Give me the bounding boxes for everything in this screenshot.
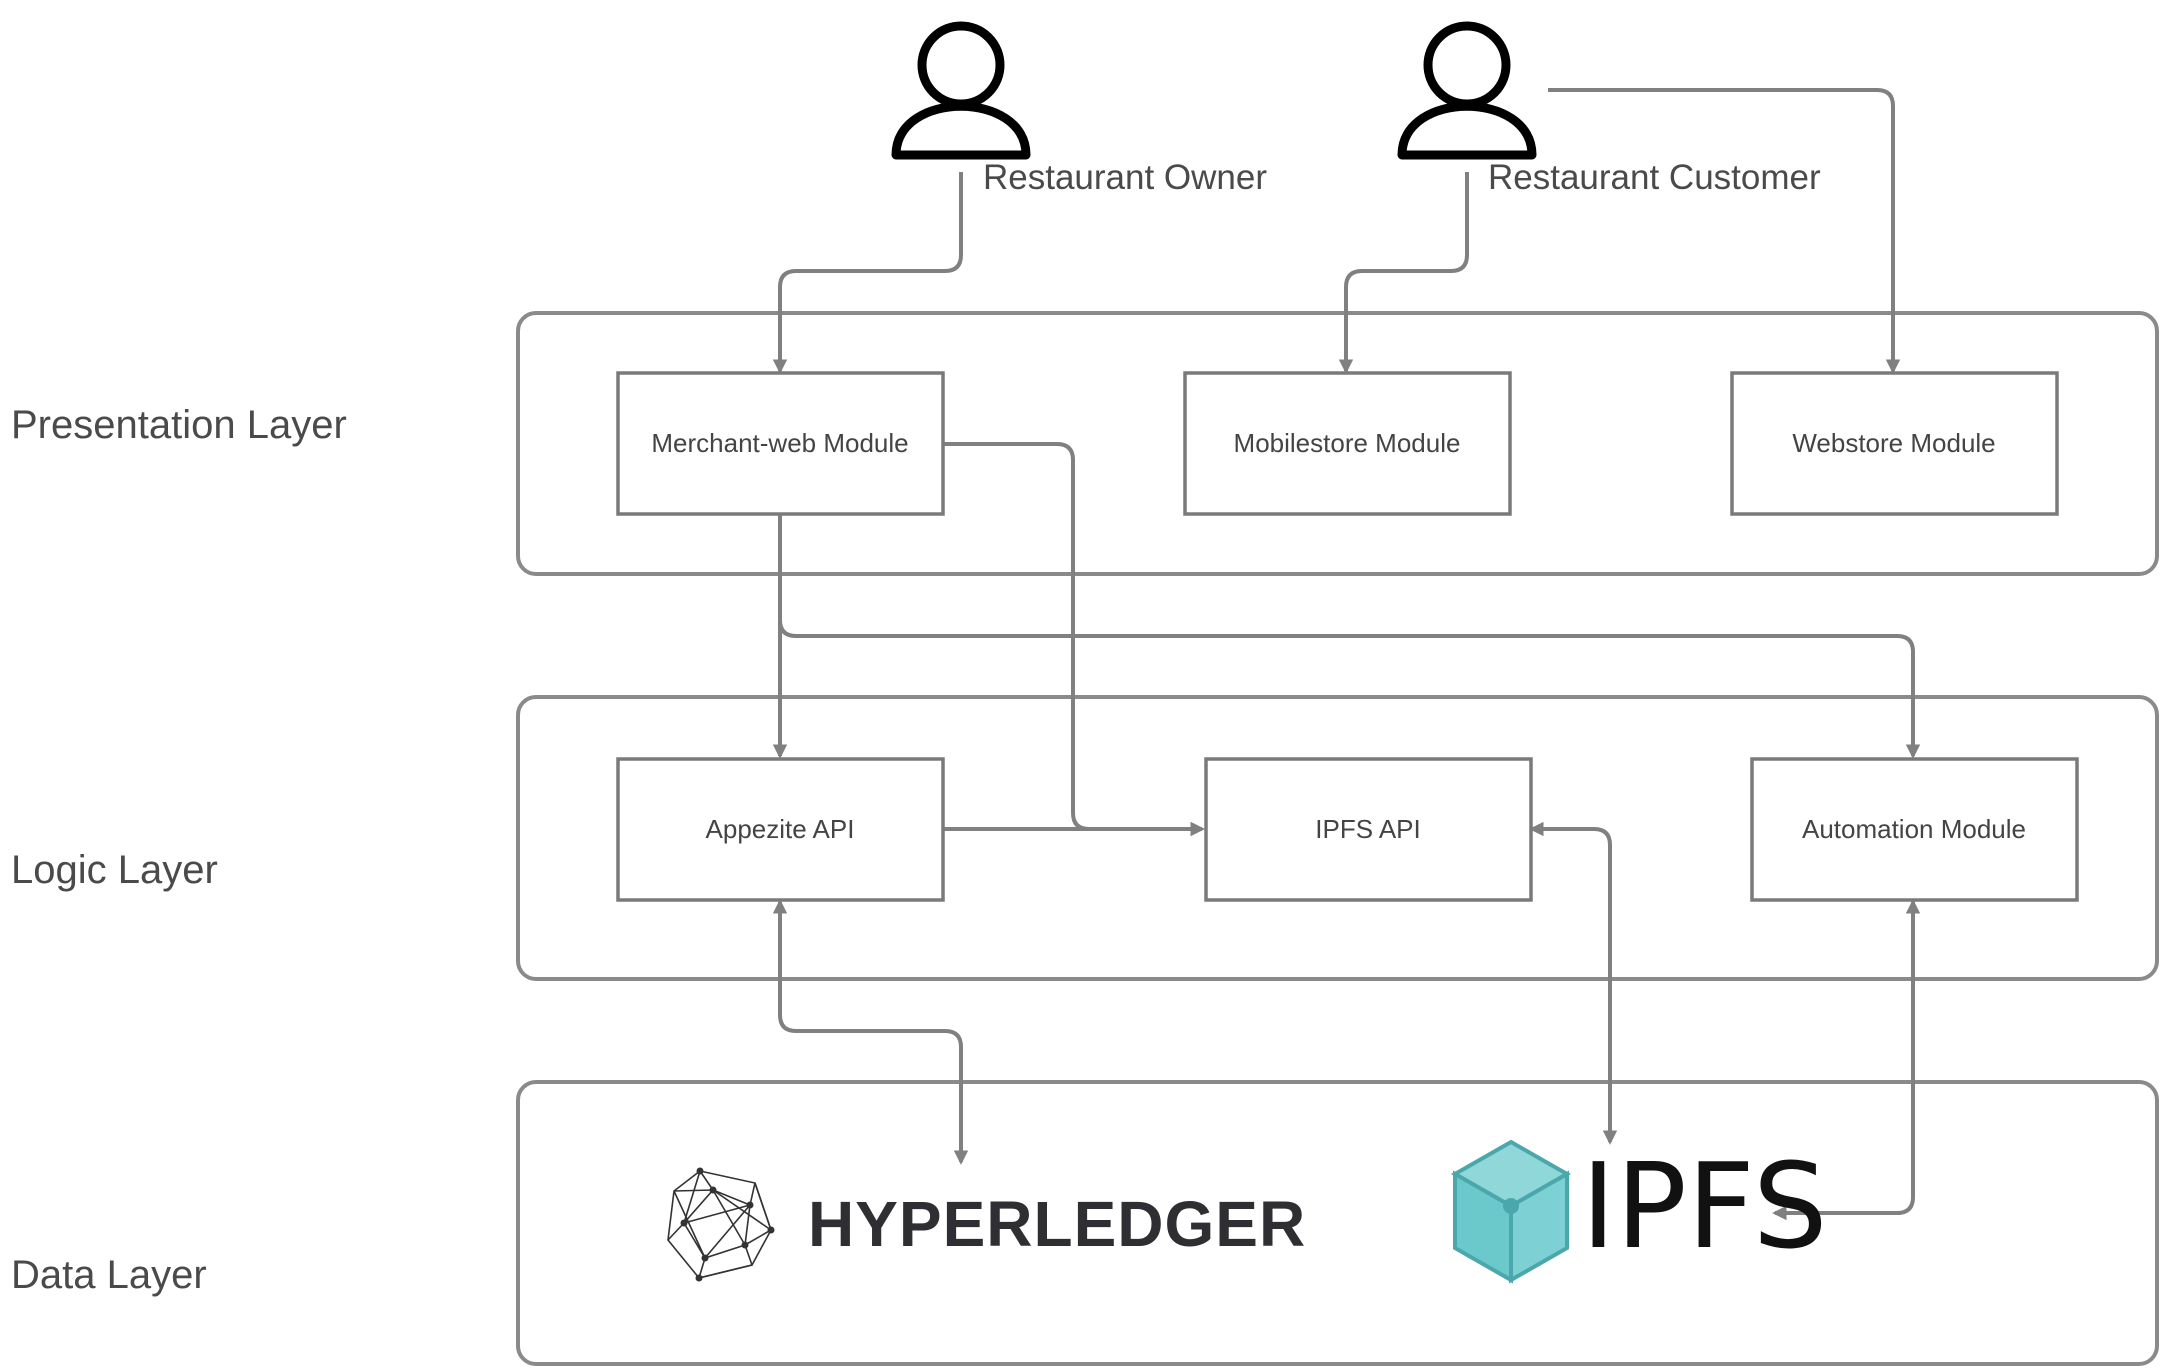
edge-owner-to-merchant-web [772,172,963,374]
webstore-module: Webstore Module [1730,371,2059,516]
edge-customer-to-webstore [1548,88,1901,374]
mobilestore-module: Mobilestore Module [1183,371,1512,516]
restaurant-customer-label: Restaurant Customer [1488,158,1821,197]
edge-customer-to-mobilestore [1338,172,1469,374]
edge-ipfs-api-to-ipfs-storage [1529,821,1618,1145]
edge-merchant-web-to-automation [778,514,1921,759]
presentation-layer-container [516,311,2159,576]
automation-module: Automation Module [1750,757,2079,902]
logic-layer-label: Logic Layer [11,848,218,892]
data-layer-container [516,1080,2159,1366]
webstore-module-label: Webstore Module [1792,428,1995,458]
edge-appezite-api-to-hyperledger [772,899,969,1165]
presentation-layer-label: Presentation Layer [11,403,347,447]
merchant-web-module-label: Merchant-web Module [651,428,908,458]
ipfs-cube-icon [1450,1139,1572,1284]
hyperledger-logo-icon [667,1167,775,1282]
data-layer-label: Data Layer [11,1253,207,1297]
automation-module-label: Automation Module [1802,814,2026,844]
appezite-api-label: Appezite API [706,814,855,844]
edge-automation-to-ipfs-storage [1772,899,1921,1221]
restaurant-owner-person-icon [891,21,1031,160]
mobilestore-module-label: Mobilestore Module [1234,428,1461,458]
logic-layer-container [516,695,2159,981]
restaurant-owner-label: Restaurant Owner [983,158,1267,197]
merchant-web-module: Merchant-web Module [616,371,945,516]
restaurant-customer-person-icon [1397,21,1537,160]
ipfs-api-module: IPFS API [1204,757,1533,902]
hyperledger-wordmark: HYPERLEDGER [808,1188,1306,1260]
appezite-api-module: Appezite API [616,757,945,902]
ipfs-wordmark: IPFS [1581,1137,1828,1275]
ipfs-api-label: IPFS API [1315,814,1421,844]
